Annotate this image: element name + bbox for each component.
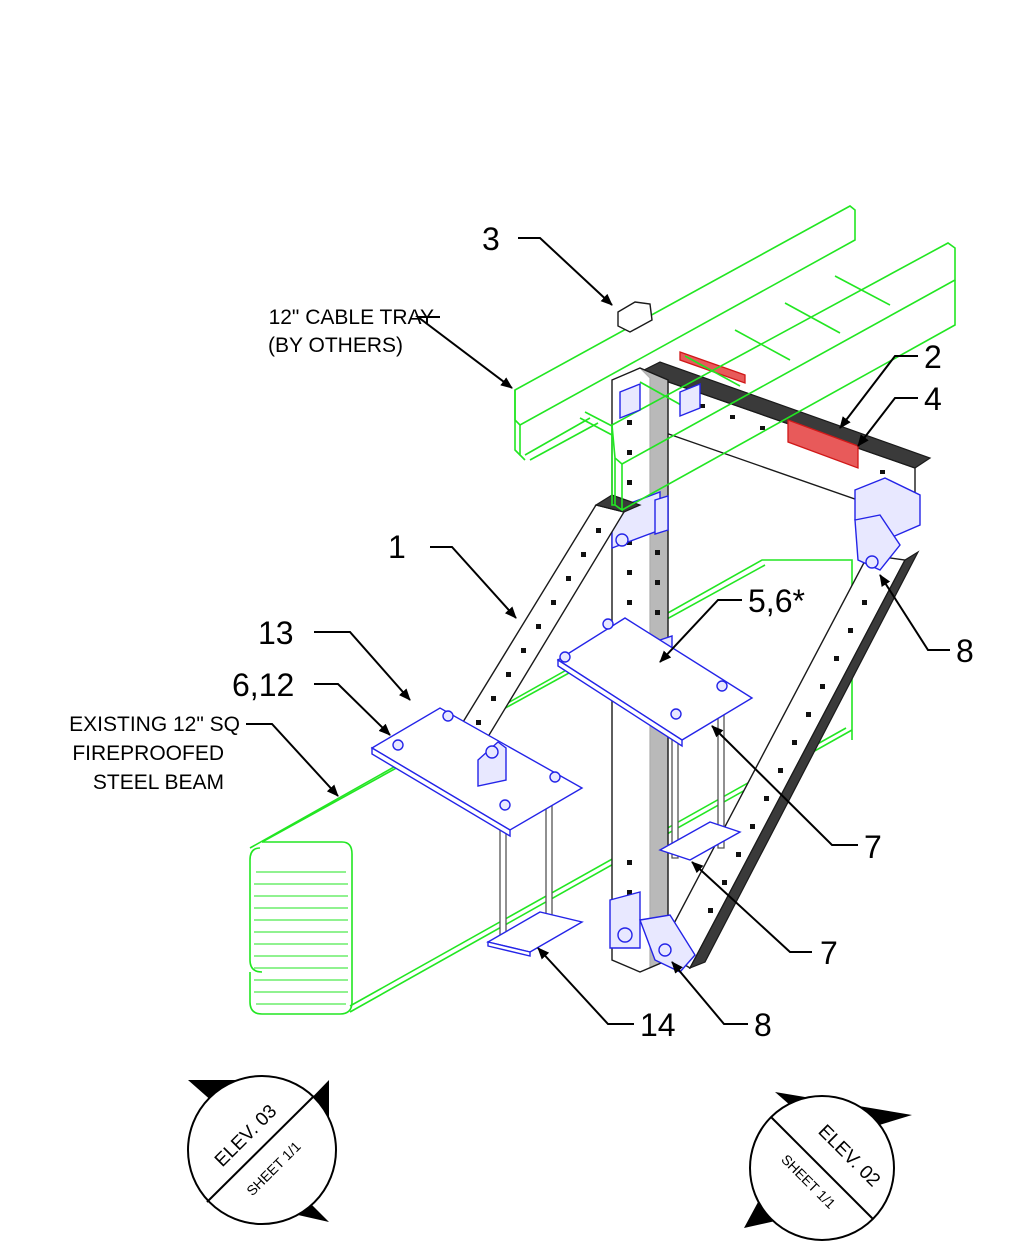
tray-hold-down-clip (617, 301, 701, 535)
leader-lines (246, 237, 950, 1025)
callout-13: 13 (258, 615, 294, 651)
clamp-plate-assembly-left (370, 707, 584, 957)
callout-7-upper: 7 (864, 829, 882, 865)
callout-8-lower: 8 (754, 1007, 772, 1043)
beam-note-line3: STEEL BEAM (93, 771, 224, 794)
callout-5-6: 5,6* (748, 583, 805, 619)
callout-14: 14 (640, 1007, 676, 1043)
horizontal-channel (638, 351, 932, 539)
diagonal-brace-right (639, 514, 920, 973)
callout-8-upper: 8 (956, 633, 974, 669)
beam-section-hatch (254, 871, 348, 1005)
view-tag-elev-03: ELEV. 03 SHEET 1/1 (187, 1075, 337, 1225)
callout-3: 3 (482, 221, 500, 257)
callout-6-12: 6,12 (232, 667, 294, 703)
cable-tray (514, 205, 956, 512)
beam-note-line2: FIREPROOFED (72, 742, 224, 765)
view-tag-elev-02: ELEV. 02 SHEET 1/1 (744, 1092, 912, 1241)
brace-left-slots (476, 528, 601, 725)
callout-2: 2 (924, 339, 942, 375)
cable-tray-note-line2: (BY OTHERS) (268, 334, 403, 357)
clamp-plate-assembly-right (556, 617, 754, 861)
brace-right-slots (708, 600, 867, 913)
callout-4: 4 (924, 381, 942, 417)
cable-tray-note-line1: 12" CABLE TRAY (269, 306, 434, 329)
existing-steel-beam (249, 559, 853, 1015)
callout-labels: 3 2 4 1 5,6* 13 6,12 8 7 7 14 8 (232, 221, 974, 1043)
beam-note-line1: EXISTING 12" SQ (69, 713, 240, 736)
callout-1: 1 (388, 529, 406, 565)
callout-7-lower: 7 (820, 935, 838, 971)
notes: 12" CABLE TRAY (BY OTHERS) EXISTING 12" … (69, 306, 434, 794)
